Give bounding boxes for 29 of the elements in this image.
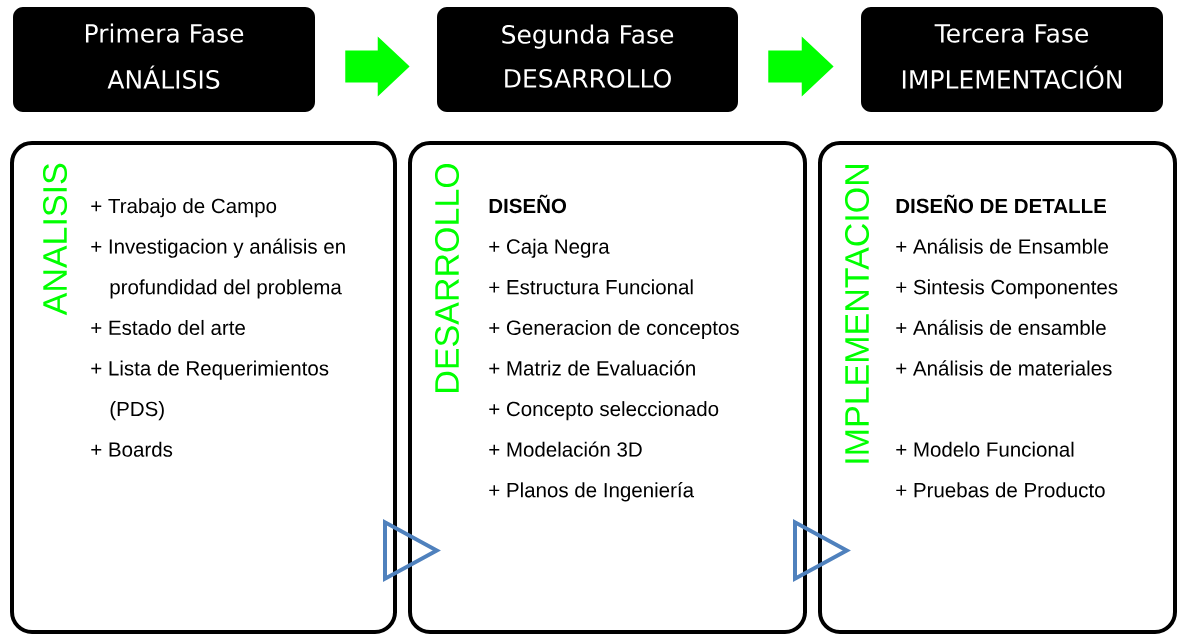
- list-item: + Investigacion y análisis en profundidad del problema: [91, 238, 345, 299]
- phase-box: Tercera Fase IMPLEMENTACIÓN: [861, 7, 1163, 112]
- list-item: + Planos de Ingeniería: [489, 482, 695, 502]
- list-item: + Modelación 3D: [489, 441, 642, 457]
- vertical-label: ANALISIS: [43, 163, 68, 316]
- section-heading: DISEÑO: [489, 194, 567, 214]
- panel: [818, 141, 1177, 634]
- list-item: + Pruebas de Producto: [896, 482, 1105, 498]
- list-item: + Estado del arte: [91, 319, 245, 335]
- section-heading: DISEÑO DE DETALLE: [896, 194, 1106, 214]
- list-item: + Modelo Funcional: [896, 441, 1074, 457]
- phase-box: Primera Fase ANÁLISIS: [13, 7, 315, 112]
- list-item: + Matriz de Evaluación: [489, 360, 695, 376]
- list-item: + Trabajo de Campo: [91, 198, 277, 218]
- panel: [10, 141, 397, 634]
- list-item: + Sintesis Componentes: [896, 279, 1118, 299]
- list-item: + Análisis de materiales: [896, 360, 1112, 376]
- list-item: + Análisis de Ensamble: [896, 238, 1109, 254]
- list-item: + Caja Negra: [489, 238, 610, 258]
- list-item: + Estructura Funcional: [489, 279, 693, 295]
- vertical-label: IMPLEMENTACION: [844, 165, 870, 463]
- list-item: + Concepto seleccionado: [489, 401, 719, 421]
- list-item: + Generacion de conceptos: [489, 319, 739, 340]
- list-item: + Análisis de ensamble: [896, 319, 1106, 335]
- vertical-label: DESARROLLO: [435, 163, 460, 392]
- list-item: + Boards: [91, 441, 173, 457]
- panel: [408, 141, 807, 634]
- phase-box: Segunda Fase DESARROLLO: [437, 7, 738, 112]
- list-item: + Lista de Requerimientos (PDS): [91, 360, 329, 421]
